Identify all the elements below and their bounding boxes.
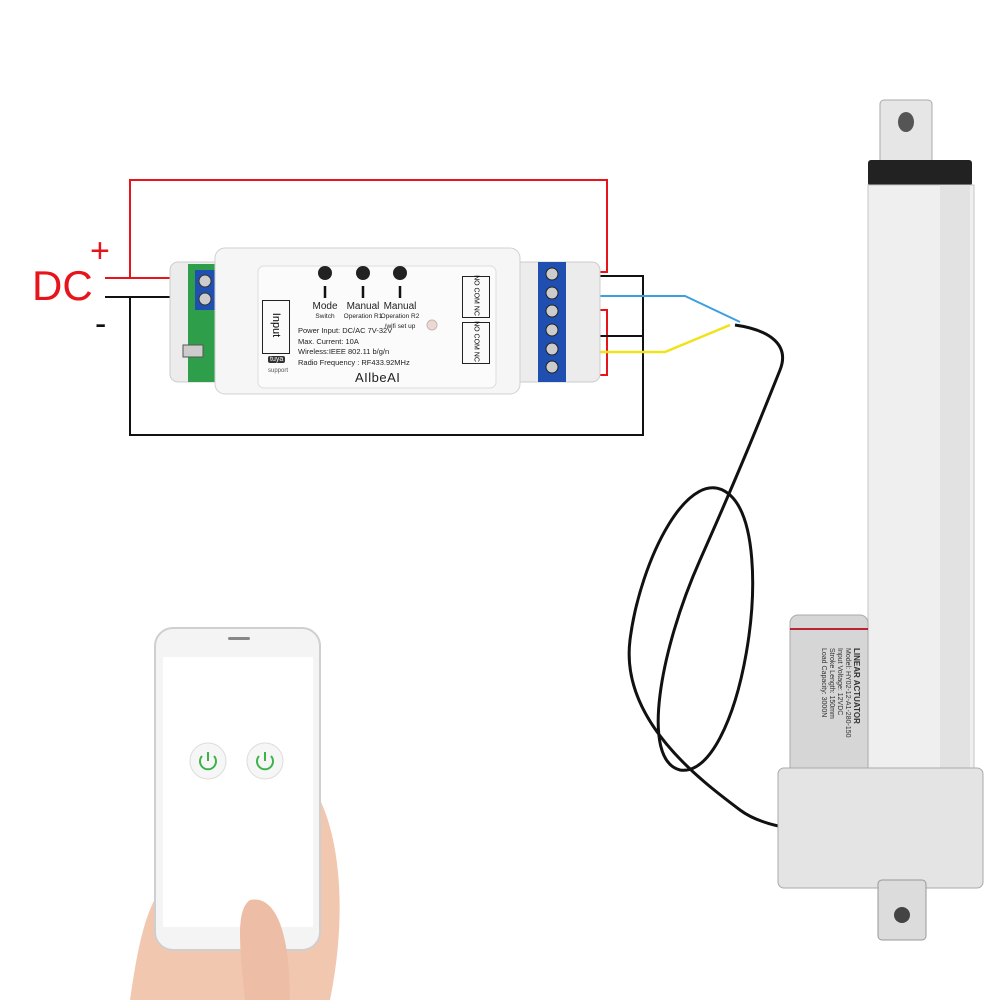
- yellow-wire: [585, 323, 731, 354]
- negative-loop-wire: [129, 275, 644, 436]
- dc-label: DC: [32, 262, 93, 309]
- tuya-badge: tuya: [268, 356, 286, 363]
- relay-2-label: NO COM NC: [462, 321, 490, 364]
- minus-label: -: [95, 305, 107, 343]
- tuya-support: support: [268, 368, 289, 374]
- blue-wire: [585, 295, 741, 323]
- plus-label: +: [90, 232, 110, 270]
- gearbox: [777, 767, 984, 889]
- brand-name: AIlbeAI: [355, 370, 401, 385]
- switch-1-power-icon[interactable]: [189, 742, 227, 780]
- status-led: [426, 319, 438, 331]
- actuator-label: LINEAR ACTUATOR Model: HY02-12-A1-280-15…: [820, 648, 861, 738]
- relay-1-label: NO COM NC: [462, 275, 490, 318]
- input-label-box: Input: [262, 300, 290, 354]
- usb-port: [182, 344, 204, 358]
- switch-2-power-icon[interactable]: [246, 742, 284, 780]
- label-plate: [257, 265, 497, 389]
- r2-button[interactable]: [393, 266, 407, 280]
- r1-button[interactable]: [356, 266, 370, 280]
- mode-button[interactable]: [318, 266, 332, 280]
- thumb: [240, 899, 290, 1000]
- phone-screen: [163, 657, 313, 927]
- actuator-cable: [627, 323, 801, 832]
